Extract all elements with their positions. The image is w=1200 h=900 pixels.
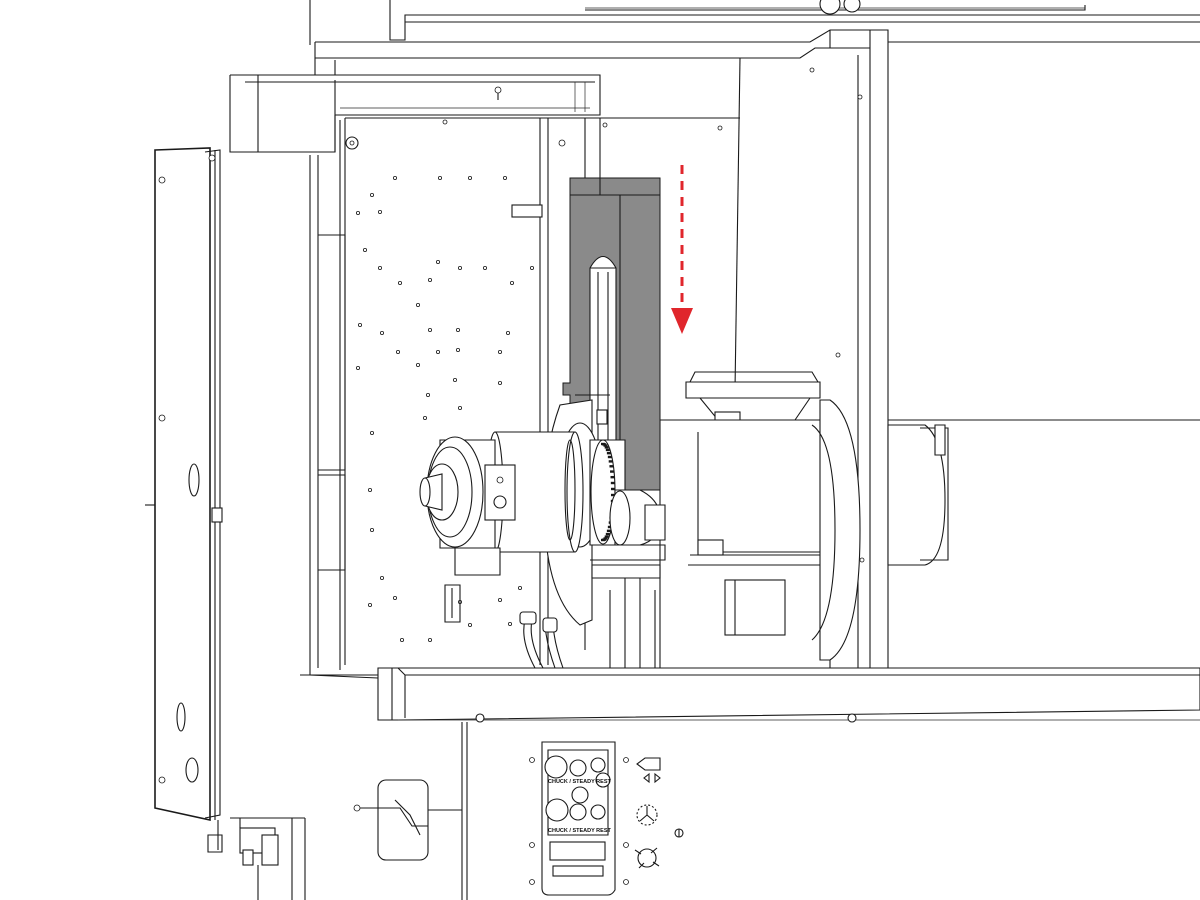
chuck-symbol-icon	[636, 804, 658, 826]
chuck-assembly	[419, 399, 666, 668]
motor-assembly	[659, 371, 949, 669]
connector-block	[230, 817, 306, 900]
direction-arrow-icon	[636, 757, 661, 771]
control-panel: CHUCK / STEADY REST CHUCK / STEADY REST	[529, 741, 629, 896]
triangle-arrows-icon	[643, 772, 661, 784]
panel-label-top: CHUCK / STEADY REST	[548, 779, 611, 785]
dashed-down-arrow-icon	[671, 165, 693, 334]
panel-label-bottom: CHUCK / STEADY REST	[548, 828, 611, 834]
upper-duct	[229, 74, 601, 153]
clamp-symbol-icon	[634, 847, 660, 869]
front-shelf	[377, 667, 1200, 900]
indicator-lamp-icon	[674, 828, 684, 838]
hoses	[519, 611, 564, 669]
open-door	[145, 147, 223, 853]
cabinet-wall	[300, 118, 379, 679]
sensor-bracket	[353, 779, 462, 861]
